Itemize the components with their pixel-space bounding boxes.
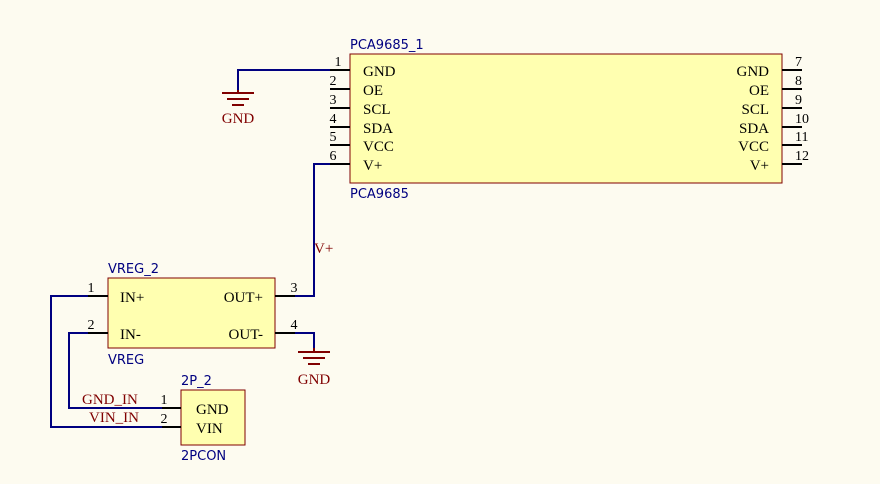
pin-number: 1 [88,281,95,296]
pin-name: OE [749,83,769,99]
vreg-component[interactable]: VREG_2 1 2 3 4 IN+ IN- OUT+ OUT- VREG [88,262,298,368]
connector-body[interactable] [180,389,246,446]
vreg-body[interactable] [107,277,276,349]
pin-number: 1 [335,55,342,70]
gnd-label-bottom: GND [298,372,331,388]
wire-gnd-in[interactable] [68,332,162,409]
pin-name: SDA [363,121,393,137]
pin-number: 2 [88,318,95,333]
pca9685-value: PCA9685 [350,187,409,202]
pin-name: V+ [363,158,382,174]
pin-name: SCL [741,102,769,118]
pca9685-left-pins: 1 2 3 4 5 6 GND OE SCL SDA VCC V+ [330,55,396,174]
pin-number: 8 [795,74,802,89]
pin-number: 3 [291,281,298,296]
pin-number: 7 [795,55,802,70]
pca9685-right-pins: 7 8 9 10 11 12 GND OE SCL SDA VCC V+ [737,55,810,174]
input-wires[interactable]: GND_IN VIN_IN [50,295,162,428]
gnd-label-top: GND [222,111,255,127]
pca9685-designator: PCA9685_1 [350,38,424,53]
pca9685-body[interactable] [349,53,783,184]
pin-name: IN- [120,327,141,343]
wire-vplus[interactable] [295,163,330,297]
net-label-gnd-in: GND_IN [82,392,138,408]
pin-name: OE [363,83,383,99]
pin-number: 2 [161,412,168,427]
pin-number: 2 [330,74,337,89]
pin-number: 5 [330,130,337,145]
pin-name: V+ [750,158,769,174]
pin-name: VCC [363,139,394,155]
net-label-vin-in: VIN_IN [89,410,139,426]
pin-number: 11 [795,130,808,145]
pin-name: OUT+ [224,290,263,306]
wire-gnd-top[interactable] [237,69,330,90]
pin-number: 1 [161,393,168,408]
net-label-vplus: V+ [314,241,333,257]
pin-name: IN+ [120,290,144,306]
connector-designator: 2P_2 [181,374,212,389]
pin-name: SCL [363,102,391,118]
pin-number: 6 [330,149,337,164]
pin-number: 12 [795,149,809,164]
connector-component[interactable]: 2P_2 1 2 GND VIN 2PCON [161,374,246,464]
pin-name: VCC [738,139,769,155]
pin-number: 10 [795,112,809,127]
pin-name: GND [196,402,229,418]
pin-name: VIN [196,421,223,437]
pin-name: GND [363,64,396,80]
pin-name: SDA [739,121,769,137]
connector-value: 2PCON [181,449,226,464]
gnd-power-symbol-top[interactable]: GND [222,69,330,127]
pin-number: 3 [330,93,337,108]
wire-gnd-bottom[interactable] [295,332,315,348]
pin-number: 4 [291,318,298,333]
gnd-power-symbol-bottom[interactable]: GND [295,332,331,388]
vreg-value: VREG [108,353,144,368]
pin-number: 4 [330,112,337,127]
vreg-designator: VREG_2 [108,262,159,277]
pin-name: GND [737,64,770,80]
wire-vin-in[interactable] [50,295,162,428]
pin-name: OUT- [229,327,263,343]
pin-number: 9 [795,93,802,108]
pca9685-component[interactable]: PCA9685_1 1 2 3 4 5 6 GND OE SCL SDA VCC… [330,38,810,202]
vplus-net[interactable]: V+ [295,163,333,297]
